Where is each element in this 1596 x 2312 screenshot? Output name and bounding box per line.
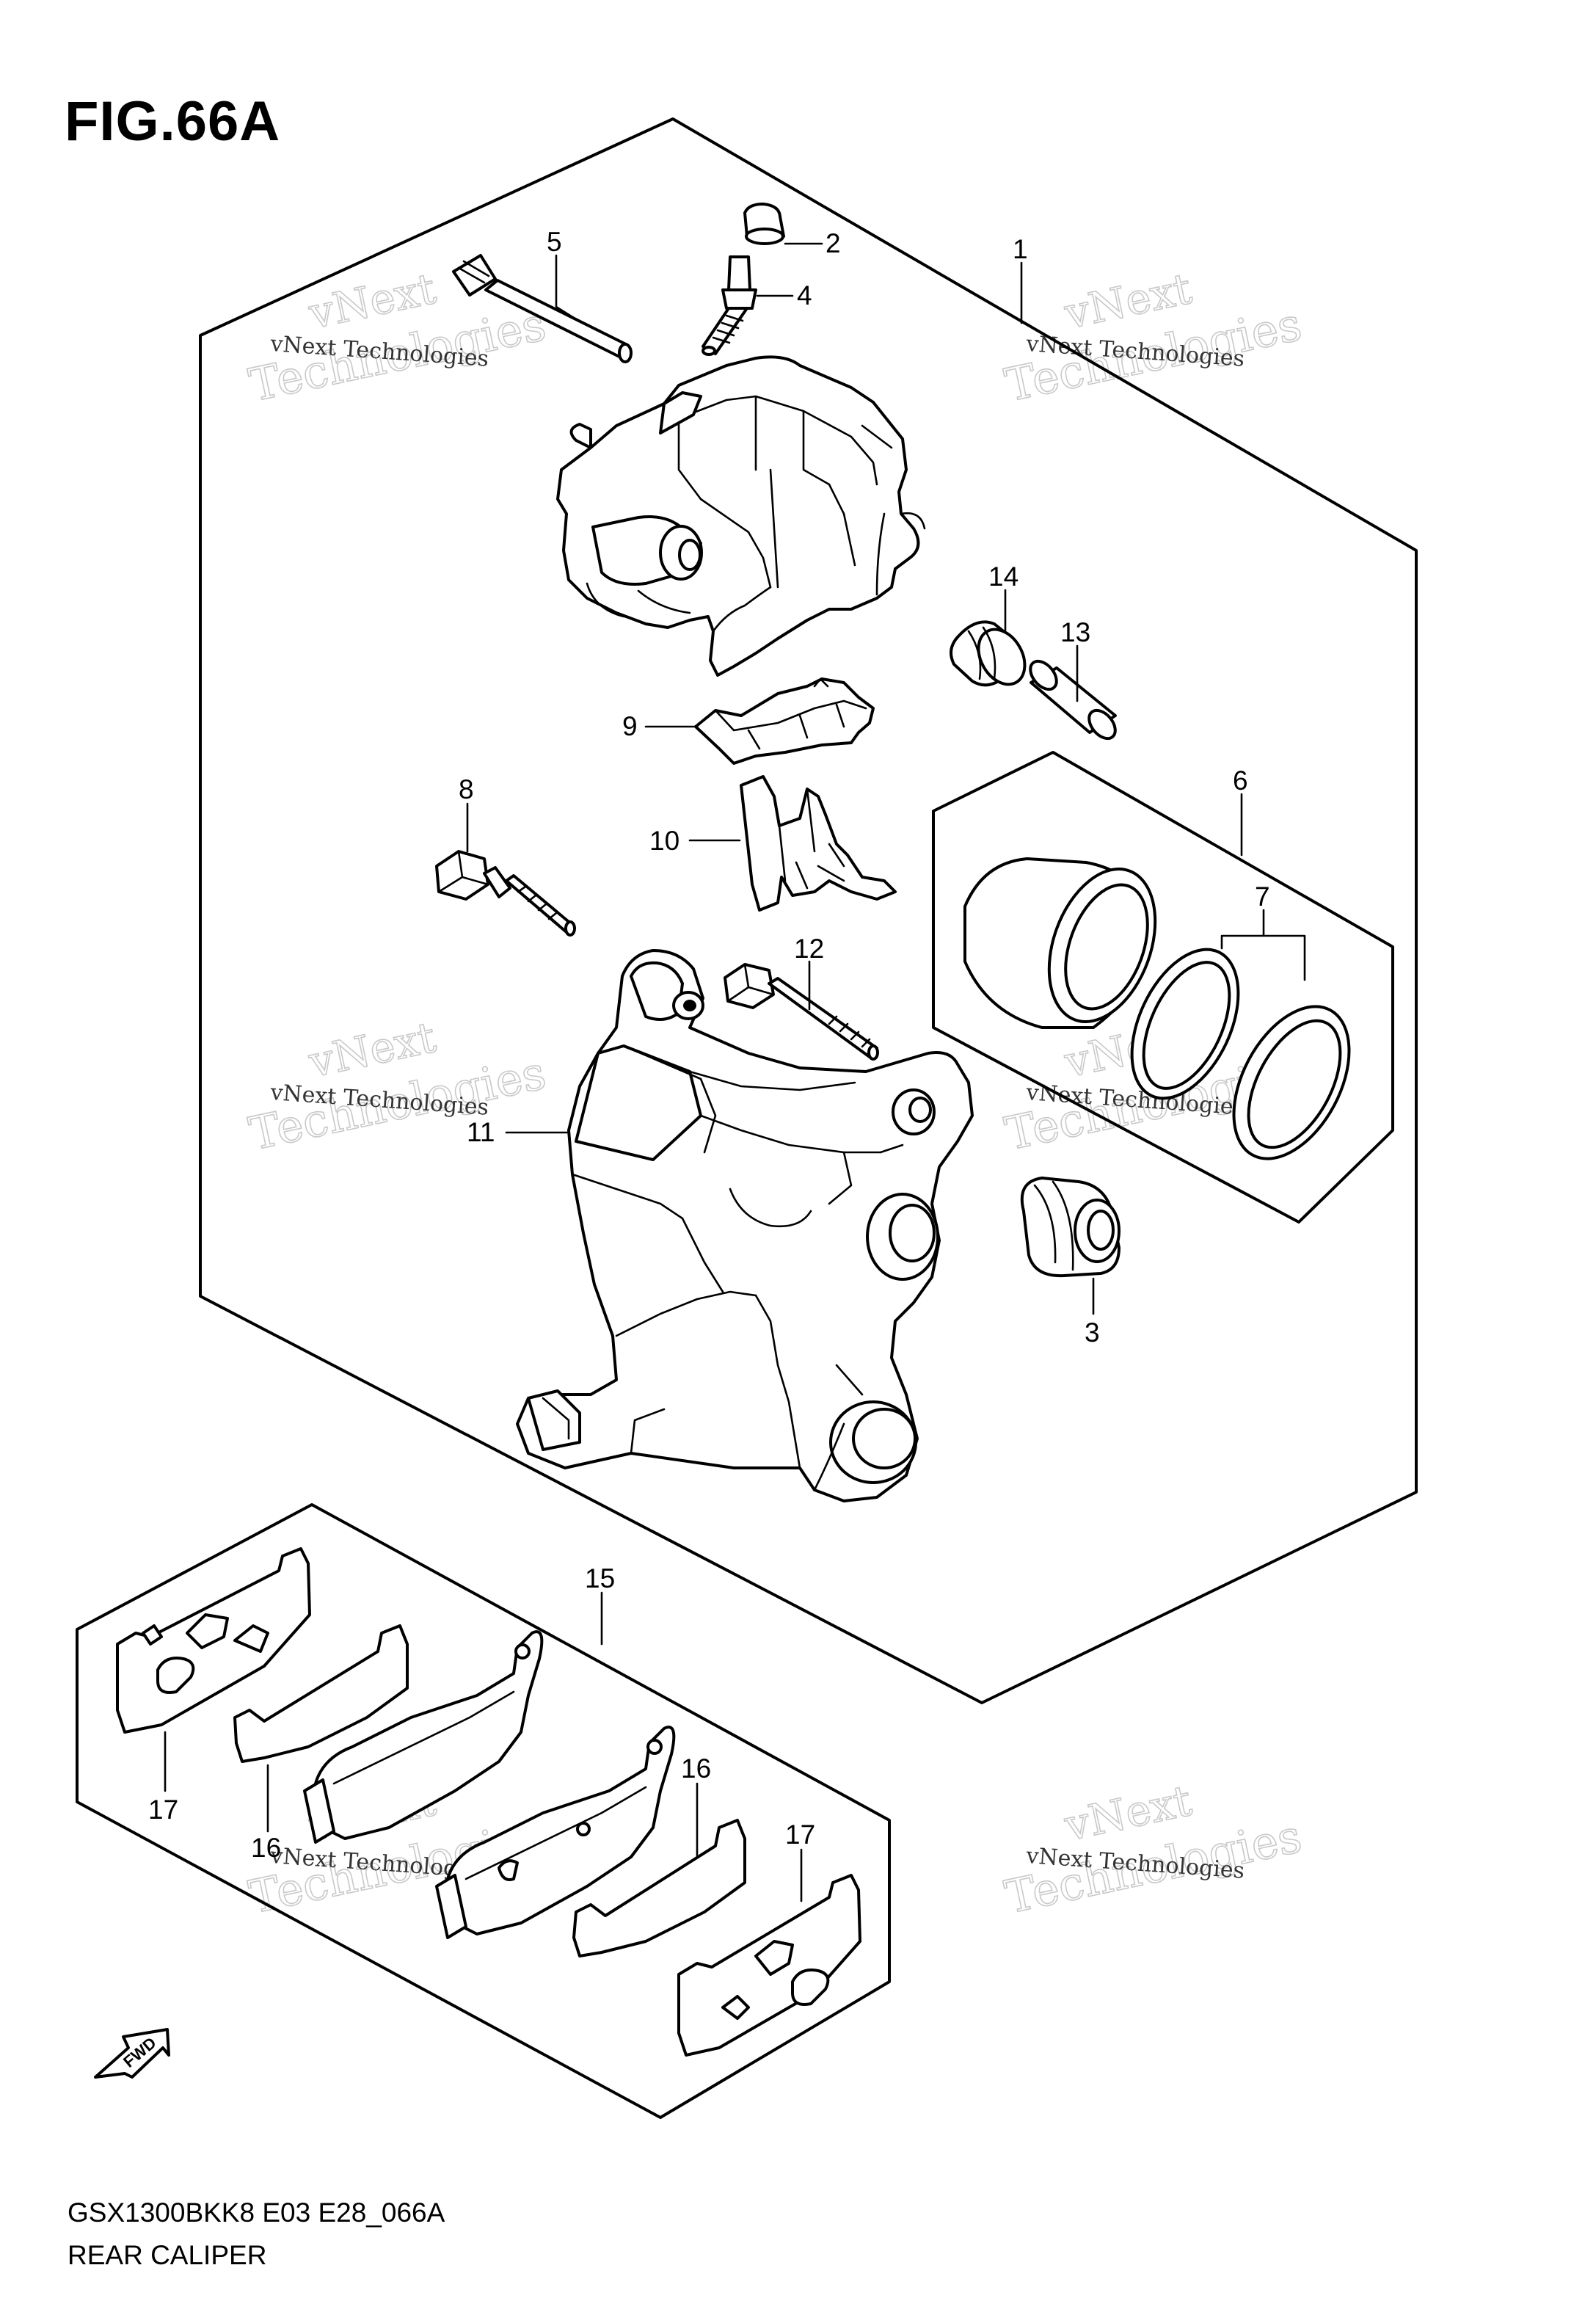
callout-1: 1 <box>1013 234 1028 264</box>
watermark-bottom-right: vNext Technologies <box>1000 1775 1307 1924</box>
watermark-top-left: vNext Technologies <box>244 263 551 412</box>
callout-17-left: 17 <box>148 1795 178 1825</box>
leader-7 <box>1220 909 1306 981</box>
callout-17-right: 17 <box>785 1820 815 1850</box>
callout-6: 6 <box>1233 766 1248 796</box>
leader-5 <box>555 254 581 323</box>
part-boot-upper <box>950 620 1027 687</box>
pad-set-outline <box>76 1503 891 2119</box>
callout-5: 5 <box>547 227 562 257</box>
callout-7: 7 <box>1255 881 1270 912</box>
part-bolt-12 <box>724 963 879 1061</box>
part-caliper-body <box>556 355 926 677</box>
callout-10: 10 <box>649 826 679 856</box>
callout-14: 14 <box>988 561 1019 592</box>
model-code: GSX1300BKK8 E03 E28_066A <box>68 2198 445 2228</box>
callout-16-left: 16 <box>251 1833 281 1863</box>
callout-16-right: 16 <box>681 1753 711 1784</box>
part-shim-outer-left <box>116 1547 311 1734</box>
watermark-mid-left: vNext Technologies <box>244 1011 551 1161</box>
callout-15: 15 <box>585 1563 615 1593</box>
part-bolt-8 <box>435 850 576 937</box>
part-shim-outer-right <box>677 1874 861 2057</box>
part-bleeder-cap <box>743 203 785 245</box>
fwd-direction-arrow: FWD <box>94 2028 170 2079</box>
part-pad-spring <box>694 677 875 765</box>
part-shim-inner-right <box>572 1819 746 1957</box>
callout-4: 4 <box>797 280 812 310</box>
part-pad-right <box>435 1726 676 1939</box>
callout-13: 13 <box>1060 617 1090 647</box>
part-sleeve <box>1029 659 1117 741</box>
callout-12: 12 <box>794 934 824 964</box>
callout-8: 8 <box>459 774 474 804</box>
part-boot-lower <box>1020 1177 1121 1278</box>
part-slide-pin <box>452 254 633 363</box>
part-piston <box>963 857 1157 1029</box>
part-shim-inner-left <box>233 1624 409 1763</box>
part-bleeder-valve <box>702 255 757 356</box>
figure-title: FIG.66A <box>65 90 281 153</box>
callout-3: 3 <box>1085 1317 1100 1348</box>
callout-2: 2 <box>826 228 841 258</box>
part-caliper-bracket <box>516 949 974 1502</box>
watermark-top-right: vNext Technologies <box>1000 263 1307 412</box>
piston-kit-outline <box>932 751 1394 1224</box>
callout-9: 9 <box>622 711 638 741</box>
part-pad-retainer <box>740 775 897 912</box>
part-pad-left <box>303 1630 544 1844</box>
part-dust-seal <box>1232 1005 1351 1160</box>
part-group-name: REAR CALIPER <box>68 2240 267 2270</box>
caliper-assembly-outline <box>199 117 1418 1704</box>
leader-lines <box>164 242 1306 1902</box>
part-piston-seal <box>1130 948 1240 1100</box>
callout-labels: 5 2 4 1 14 13 9 10 8 6 7 12 11 3 15 17 1… <box>148 227 1270 1863</box>
callout-11: 11 <box>467 1117 495 1147</box>
